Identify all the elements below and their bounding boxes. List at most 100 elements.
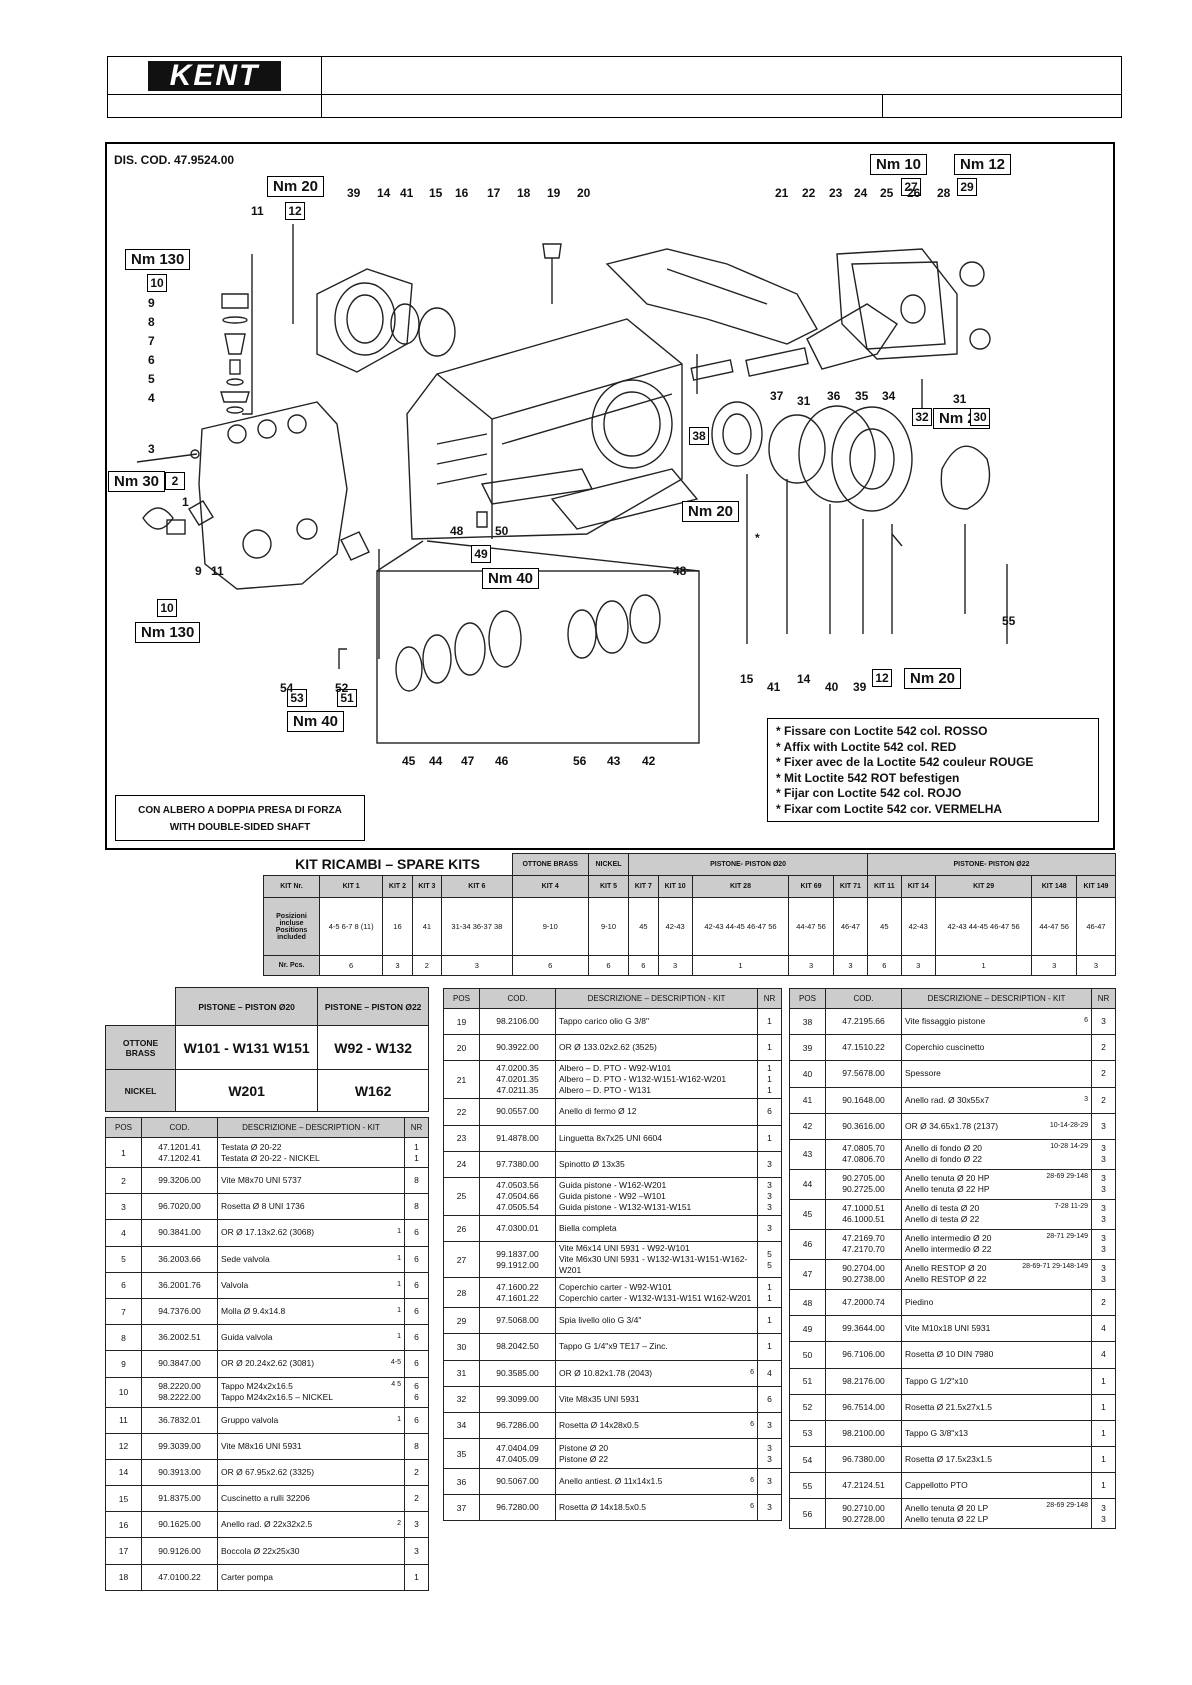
part-qty: 1 <box>757 1333 782 1361</box>
part-qty-line: 3 <box>767 1201 772 1212</box>
part-kit: 1 <box>397 1228 401 1236</box>
loctite-note: * Fixer avec de la Loctite 542 couleur R… <box>776 755 1034 769</box>
part-qty-line: 3 <box>1101 1143 1106 1154</box>
callout: 5 <box>148 372 155 386</box>
part-description: Spia livello olio G 3/4" <box>555 1307 758 1335</box>
part-description: Cappellotto PTO <box>901 1472 1092 1500</box>
part-description: Vite M8x35 UNI 5931 <box>555 1385 758 1413</box>
part-code-line: 36.2001.76 <box>158 1279 201 1290</box>
part-code: 98.2106.00 <box>479 1007 556 1036</box>
kit-name: KIT 28 <box>691 875 790 898</box>
part-kit: 1 <box>397 1306 401 1314</box>
callout: 7 <box>148 334 155 348</box>
kit-positions: 42-43 44-45 46-47 56 <box>934 897 1033 956</box>
exploded-drawing: DIS. COD. 47.9524.00 Nm 20 Nm 130 Nm 30 … <box>105 142 1115 850</box>
part-description-line: OR Ø 67.95x2.62 (3325) <box>221 1466 315 1477</box>
piston-h22: PISTONE – PISTON Ø22 <box>317 987 429 1026</box>
part-qty: 6 <box>404 1271 429 1299</box>
part-pos: 5 <box>105 1245 142 1273</box>
part-code-line: 47.1601.22 <box>496 1292 539 1303</box>
part-qty: 3 <box>1091 1007 1116 1036</box>
col-nr: NR <box>1091 988 1116 1009</box>
shaft-note-line: CON ALBERO A DOPPIA PRESA DI FORZA <box>138 805 342 816</box>
part-qty-line: 3 <box>1101 1184 1106 1195</box>
part-pos: 40 <box>789 1060 826 1088</box>
part-qty-line: 3 <box>1101 1244 1106 1255</box>
part-code-line: 91.8375.00 <box>158 1493 201 1504</box>
part-description-line: Pistone Ø 20 <box>559 1442 609 1453</box>
callout: 37 <box>770 389 784 403</box>
part-description-line: OR Ø 17.13x2.62 (3068) <box>221 1227 315 1238</box>
part-code: 91.4878.00 <box>479 1124 556 1152</box>
callout: 11 <box>211 564 224 578</box>
part-code-line: 98.2222.00 <box>158 1392 201 1402</box>
part-qty: 3 <box>757 1214 782 1243</box>
kit-name: KIT 29 <box>934 875 1033 898</box>
part-qty: 1 <box>757 1034 782 1062</box>
part-description: OR Ø 34.65x1.78 (2137)10-14-28-29 <box>901 1112 1092 1140</box>
drawing-code: DIS. COD. 47.9524.00 <box>114 153 235 167</box>
part-code-line: 36.2003.66 <box>158 1253 201 1264</box>
part-pos: 21 <box>443 1060 480 1100</box>
part-pos: 12 <box>105 1432 142 1460</box>
torque-label: Nm 40 <box>287 711 345 732</box>
part-code-line: 90.1648.00 <box>842 1094 885 1105</box>
part-code-line: 98.2106.00 <box>496 1016 539 1027</box>
part-pos: 6 <box>105 1271 142 1299</box>
part-code-line: 96.7280.00 <box>496 1502 539 1513</box>
part-description: OR Ø 133.02x2.62 (3525) <box>555 1034 758 1062</box>
position-box: 53 <box>287 689 307 707</box>
callout: 20 <box>577 186 591 200</box>
part-qty: 1 <box>757 1124 782 1152</box>
part-qty-line: 4 <box>1101 1323 1106 1334</box>
kit-name: KIT 1 <box>318 875 384 898</box>
part-kit: 28-69 29-148 <box>1046 1502 1088 1510</box>
part-description-line: Guida pistone - W132-W131-W151 <box>559 1201 692 1212</box>
part-description-line: Albero – D. PTO - W131 <box>559 1085 651 1096</box>
part-kit: 28-71 29-149 <box>1046 1232 1088 1240</box>
col-cod: COD. <box>479 988 556 1009</box>
part-description-line: OR Ø 133.02x2.62 (3525) <box>559 1042 657 1053</box>
part-qty: 6 <box>757 1098 782 1126</box>
part-qty-line: 3 <box>1101 1173 1106 1184</box>
piston-table: PISTONE – PISTON Ø20 PISTONE – PISTON Ø2… <box>105 987 429 1112</box>
part-qty: 2 <box>1091 1060 1116 1088</box>
part-pos: 19 <box>443 1007 480 1036</box>
kit-name: KIT 10 <box>657 875 693 898</box>
part-code-line: 97.5678.00 <box>842 1068 885 1079</box>
part-qty-line: 3 <box>767 1442 772 1453</box>
part-code-line: 47.0200.35 <box>496 1063 539 1074</box>
part-qty: 3 <box>404 1511 429 1539</box>
part-code-line: 47.1600.22 <box>496 1281 539 1292</box>
part-code-line: 96.7514.00 <box>842 1401 885 1412</box>
part-qty-line: 6 <box>414 1279 419 1290</box>
callout: 17 <box>487 186 501 200</box>
callout: 26 <box>907 186 921 200</box>
part-qty-line: 1 <box>1101 1401 1106 1412</box>
position-box: 2 <box>165 472 185 490</box>
position-box: 51 <box>337 689 357 707</box>
part-qty-line: 1 <box>1101 1427 1106 1438</box>
part-kit: 6 <box>750 1420 754 1428</box>
part-pos: 2 <box>105 1166 142 1195</box>
loctite-note: * Fissare con Loctite 542 col. ROSSO <box>776 724 988 738</box>
part-code: 90.3841.00 <box>141 1219 218 1247</box>
